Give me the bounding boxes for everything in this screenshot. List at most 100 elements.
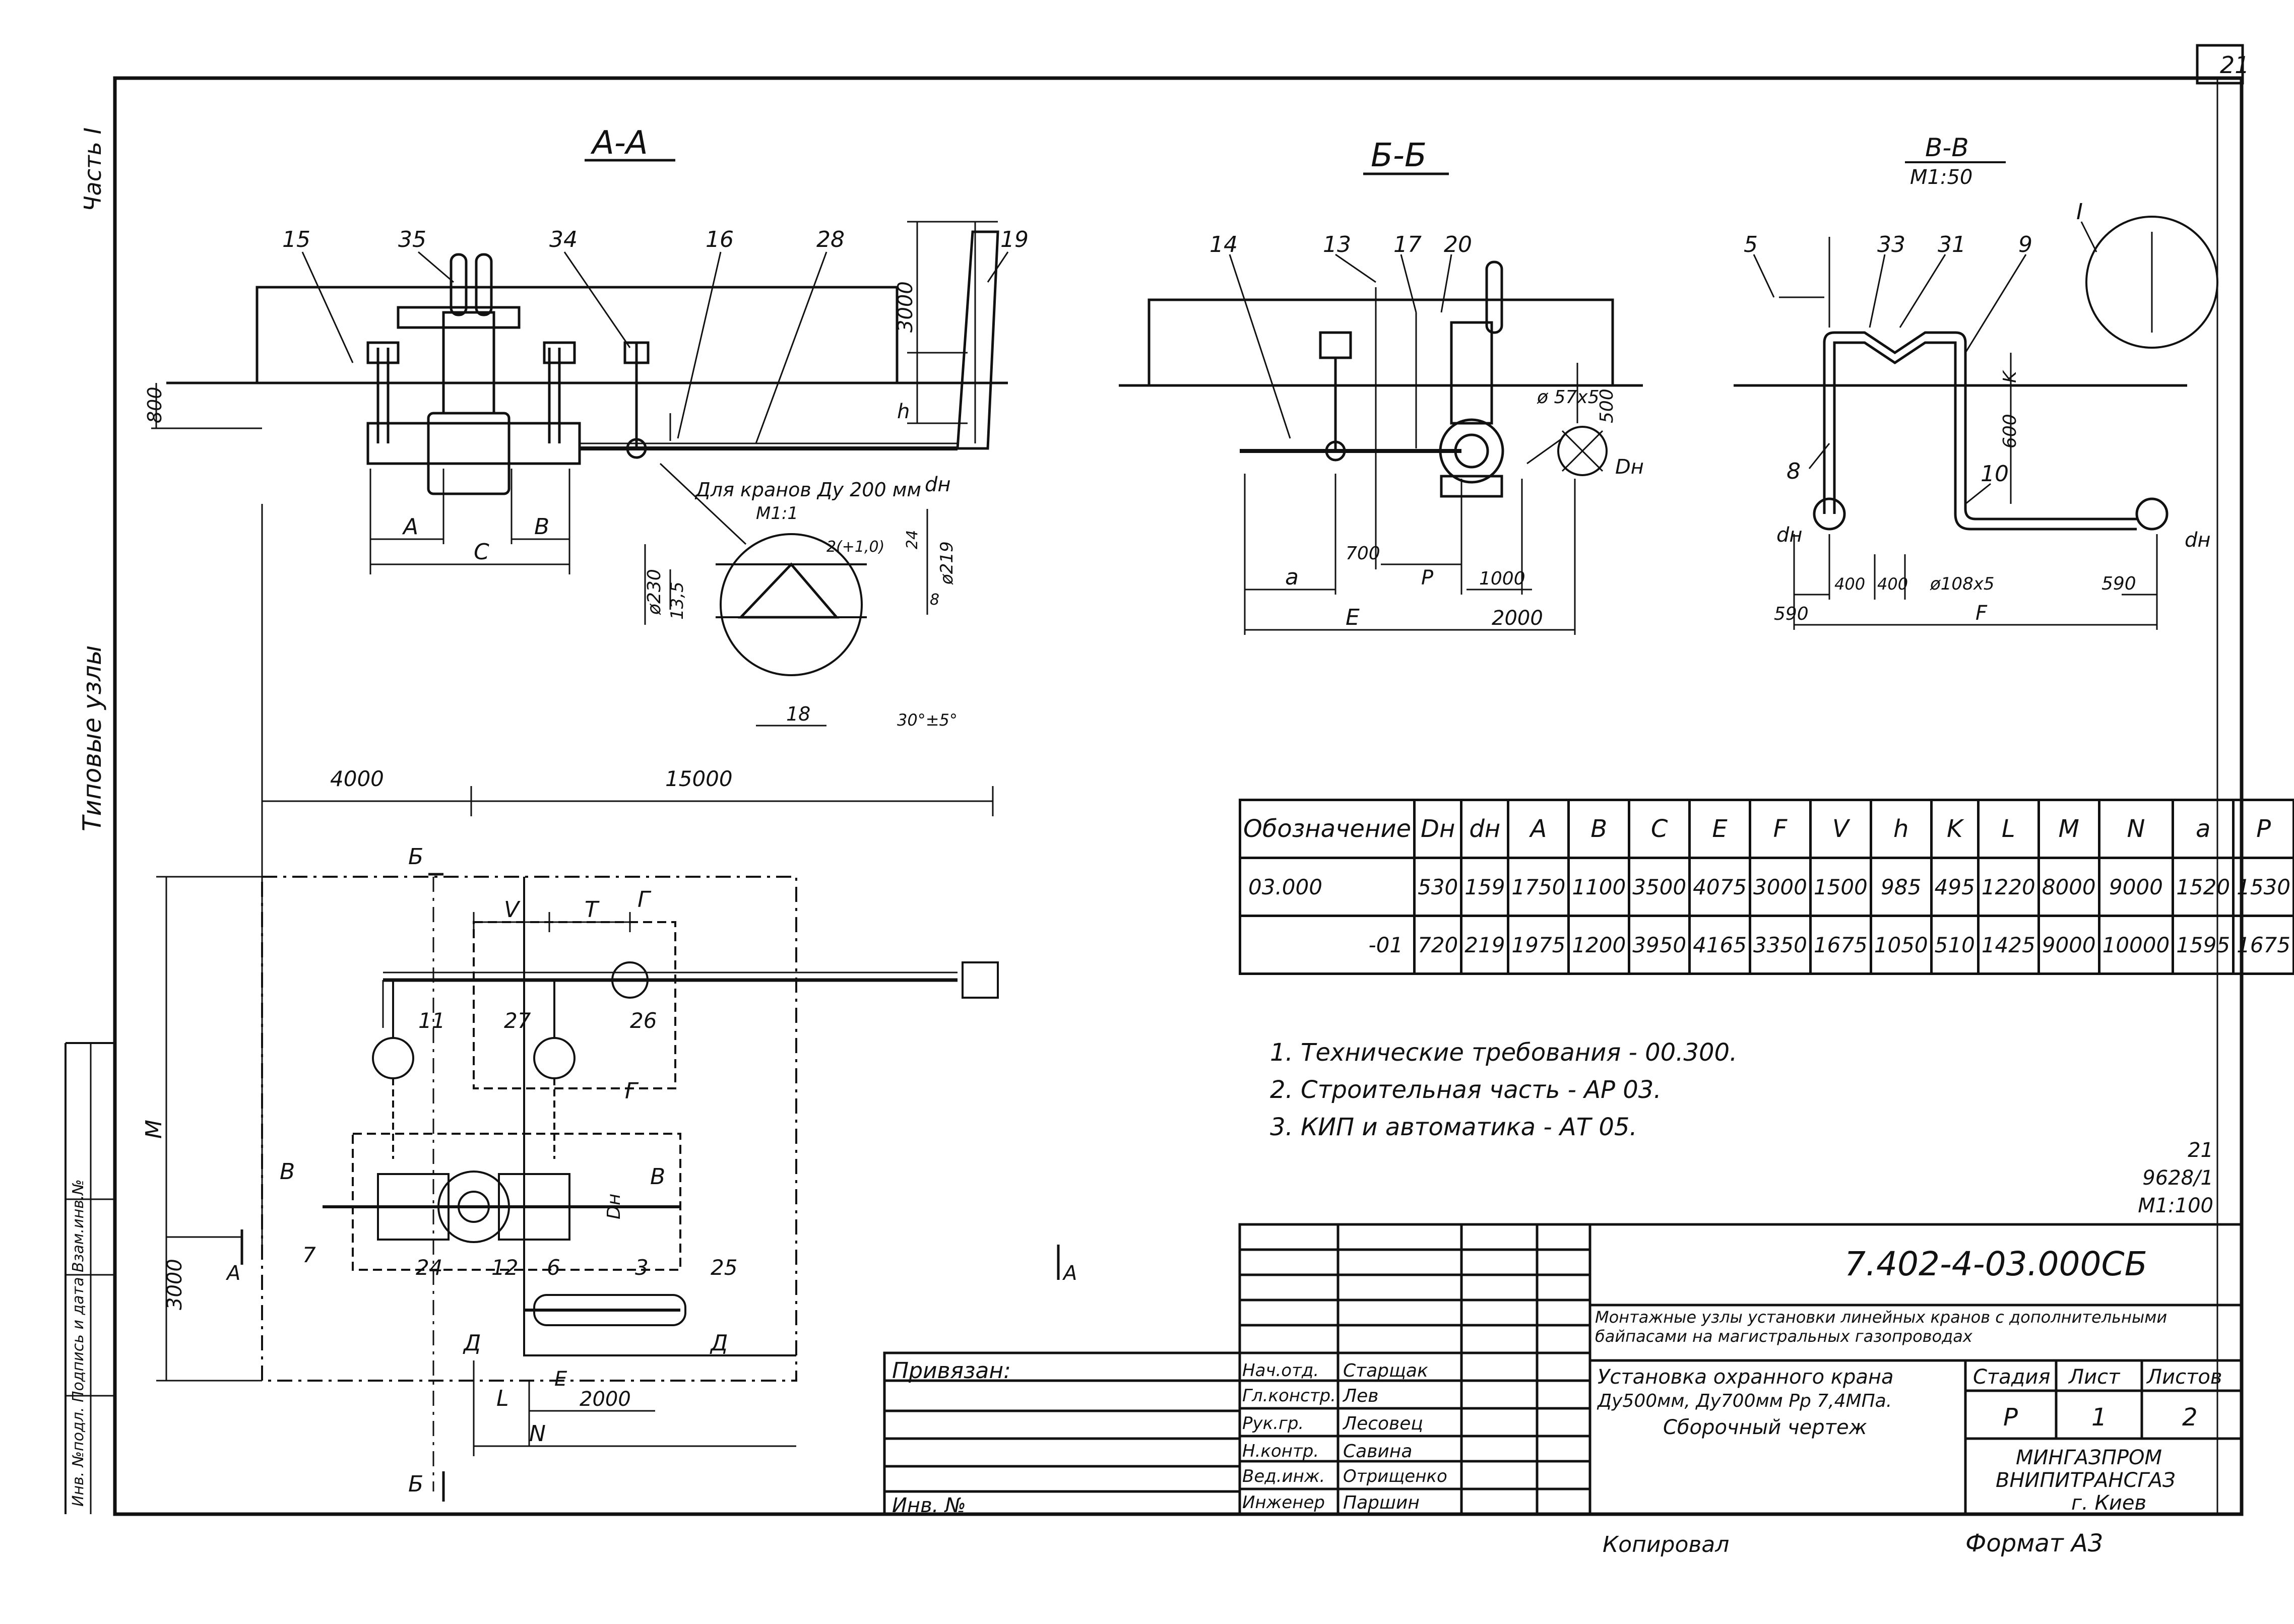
signer-name: Паршин: [1343, 1492, 1420, 1513]
section-vv-title: В-В: [1925, 133, 1969, 162]
callout: 6: [547, 1255, 560, 1280]
crane-note: Для кранов Ду 200 мм: [694, 479, 921, 501]
sheet-value: 1: [2091, 1403, 2107, 1432]
table-cell: -01: [1240, 916, 1415, 974]
callout: 20: [1444, 232, 1472, 257]
inv-no-label: Инв. №: [892, 1494, 966, 1517]
callout: 14: [1209, 232, 1238, 257]
signer-name: Лесовец: [1343, 1413, 1423, 1434]
dimension: 13,5: [667, 581, 687, 620]
section-aa-title: А-А: [590, 124, 648, 162]
org-line-2: ВНИПИТРАНСГАЗ: [1996, 1469, 2176, 1492]
callout: 31: [1938, 232, 1966, 257]
dimension: 600: [2000, 414, 2020, 448]
table-cell: 159: [1461, 858, 1508, 916]
format-label: Формат А3: [1965, 1529, 2103, 1557]
table-cell: 985: [1871, 858, 1931, 916]
dimension: M: [141, 1120, 167, 1139]
table-cell: 1500: [1810, 858, 1871, 916]
signer-name: Старщак: [1343, 1360, 1428, 1381]
stage-value: Р: [2003, 1403, 2018, 1432]
stage-label: Стадия: [1973, 1366, 2050, 1389]
cut-mark: A: [225, 1262, 240, 1285]
table-header: dн: [1461, 800, 1508, 858]
drawing-title-line-1: Установка охранного крана: [1598, 1366, 1894, 1389]
dimension: ø108х5: [1930, 574, 1994, 594]
org-line-1: МИНГАЗПРОМ: [2016, 1446, 2162, 1469]
callout: 33: [1877, 232, 1905, 257]
callout: 8: [1787, 459, 1801, 484]
table-cell: 1520: [2173, 858, 2234, 916]
doc-description: Монтажные узлы установки линейных кранов…: [1595, 1308, 2235, 1346]
dimension: E: [1346, 605, 1360, 630]
dimension: ø230: [644, 569, 665, 615]
dimension: dн: [2185, 529, 2211, 552]
sheets-label: Листов: [2147, 1366, 2222, 1389]
copied-label: Копировал: [1603, 1532, 1729, 1557]
table-cell: 03.000: [1240, 858, 1415, 916]
table-cell: 9000: [2099, 858, 2173, 916]
table-cell: 720: [1415, 916, 1461, 974]
dimension: 3000: [894, 281, 917, 333]
table-cell: 1750: [1508, 858, 1569, 916]
role-label: Рук.гр.: [1242, 1413, 1304, 1434]
callout: 27: [504, 1008, 531, 1033]
dimension: V: [504, 897, 521, 923]
dimension: 4000: [330, 766, 384, 791]
table-cell: 1425: [1978, 916, 2038, 974]
note-item: 1. Технические требования - 00.300.: [1270, 1038, 1737, 1067]
table-cell: 3350: [1750, 916, 1810, 974]
callout: 10: [1981, 461, 2009, 487]
table-cell: 1220: [1978, 858, 2038, 916]
parameters-table: Обозначение Dн dн A B C E F V h K L M N …: [1239, 799, 2294, 975]
table-header: a: [2173, 800, 2234, 858]
callout: 7: [302, 1243, 316, 1267]
dimension: 400: [1877, 574, 1908, 594]
table-row: -01 720 219 1975 1200 3950 4165 3350 167…: [1240, 916, 2294, 974]
side-label-part: Часть I: [79, 127, 106, 212]
dimension: 2000: [580, 1388, 631, 1411]
table-cell: 9000: [2038, 916, 2099, 974]
dimension: K: [2000, 370, 2020, 383]
dimension: Dн: [604, 1194, 624, 1219]
dimension: C: [474, 539, 489, 565]
callout: 28: [816, 227, 845, 252]
dimension: 400: [1834, 574, 1865, 594]
dimension: 2(+1,0): [826, 538, 884, 556]
callout: 11: [418, 1008, 445, 1033]
dimension: B: [534, 514, 549, 540]
dimension: P: [1421, 566, 1434, 590]
dimension: A: [402, 514, 418, 540]
callout: 9: [2018, 232, 2032, 257]
cut-mark: В: [280, 1159, 295, 1185]
table-cell: 1675: [2234, 916, 2294, 974]
dimension: 24: [904, 530, 921, 549]
callout: 5: [1744, 232, 1758, 257]
callout: 26: [630, 1008, 657, 1033]
callout: 35: [398, 227, 426, 252]
table-cell: 1050: [1871, 916, 1931, 974]
dimension: 15000: [665, 766, 733, 791]
callout: 25: [711, 1255, 737, 1280]
note-item: 3. КИП и автоматика - АТ 05.: [1270, 1113, 1737, 1142]
role-label: Н.контр.: [1242, 1441, 1319, 1461]
table-cell: 495: [1931, 858, 1978, 916]
table-header: V: [1810, 800, 1871, 858]
table-cell: 1595: [2173, 916, 2234, 974]
dimension: 590: [1774, 604, 1809, 624]
ref-number: 21: [2188, 1139, 2213, 1162]
cut-mark: Б: [408, 1471, 423, 1497]
dimension: 3000: [163, 1259, 186, 1310]
cut-mark: Д: [463, 1330, 481, 1356]
cut-mark: А: [1062, 1262, 1077, 1285]
table-cell: 530: [1415, 858, 1461, 916]
dimension: h: [897, 400, 910, 423]
table-cell: 1675: [1810, 916, 1871, 974]
crane-scale: М1:1: [756, 503, 798, 524]
table-cell: 510: [1931, 916, 1978, 974]
table-cell: 1975: [1508, 916, 1569, 974]
table-cell: 3500: [1629, 858, 1690, 916]
technical-notes: 1. Технические требования - 00.300. 2. С…: [1270, 1038, 1737, 1150]
callout: 16: [706, 227, 734, 252]
dimension: 590: [2101, 573, 2136, 594]
